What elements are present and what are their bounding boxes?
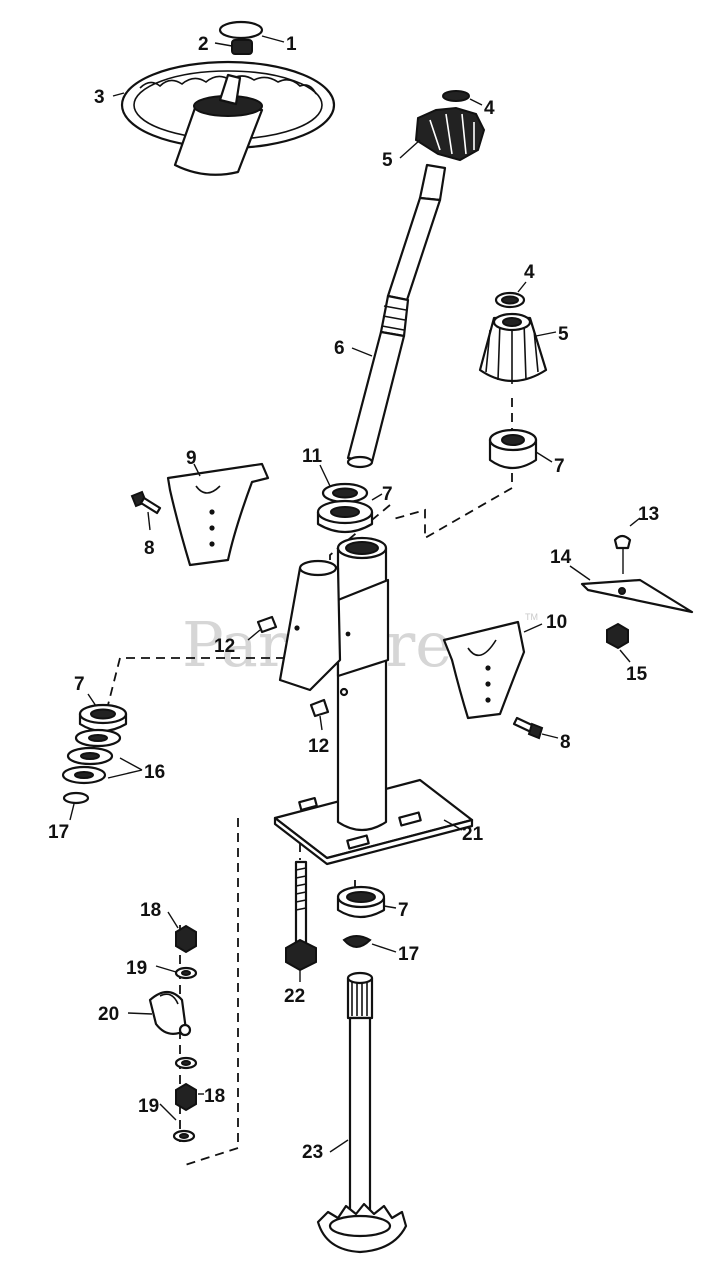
callout-18-lower: 18 (204, 1086, 225, 1107)
part-mounting-plate (569, 565, 694, 614)
part-steering-column (273, 536, 474, 866)
part-steering-wheel (112, 60, 336, 176)
callout-7-right: 7 (554, 456, 565, 477)
callout-23: 23 (302, 1142, 323, 1163)
callout-12-upper: 12 (214, 636, 235, 657)
callout-9: 9 (186, 448, 197, 469)
part-cap (218, 20, 285, 43)
callout-16: 16 (144, 762, 165, 783)
part-grease-fitting-lower (309, 687, 349, 731)
part-retaining-ring-lower (494, 281, 527, 309)
part-clamp-hardware (127, 911, 204, 1143)
callout-19-lower: 19 (138, 1096, 159, 1117)
part-steering-shaft (346, 163, 447, 469)
callout-11: 11 (302, 446, 323, 467)
callout-1: 1 (286, 34, 297, 55)
part-bushing-left (78, 693, 128, 733)
assembly-guide-lines (107, 398, 513, 1166)
callout-7-left: 7 (74, 674, 85, 695)
callout-7-bottom: 7 (398, 900, 409, 921)
callout-22: 22 (284, 986, 305, 1007)
part-carriage-bolt (285, 860, 317, 982)
callout-17-bottom: 17 (398, 944, 419, 965)
callout-8-right: 8 (560, 732, 571, 753)
callout-13: 13 (638, 504, 659, 525)
part-bolt-right (512, 716, 559, 740)
part-bolt-left (130, 490, 162, 531)
part-bushing-bottom (336, 885, 397, 919)
part-bracket-right (442, 620, 543, 720)
watermark-tm: TM (525, 612, 538, 622)
part-retaining-ring-upper (442, 90, 483, 106)
part-bushing-right (488, 428, 553, 470)
callout-5-upper: 5 (382, 150, 393, 171)
callout-4-lower: 4 (524, 262, 535, 283)
callout-14: 14 (550, 547, 572, 568)
part-nut-right (606, 622, 631, 663)
part-sector-shaft (316, 971, 408, 1254)
part-steering-nut (214, 39, 253, 55)
callout-19-upper: 19 (126, 958, 147, 979)
callout-5-lower: 5 (558, 324, 569, 345)
part-e-clip-bottom (342, 935, 397, 953)
part-washer-stack (61, 728, 143, 785)
part-bracket-left (166, 462, 270, 567)
callout-15: 15 (626, 664, 648, 685)
part-washer-top (319, 464, 369, 504)
callout-20: 20 (98, 1004, 119, 1025)
callout-17-left: 17 (48, 822, 69, 843)
callout-7-center: 7 (382, 484, 393, 505)
callout-2: 2 (198, 34, 209, 55)
callout-8-left: 8 (144, 538, 155, 559)
part-pinion-gear-upper (399, 106, 486, 162)
part-bushing-center (316, 493, 383, 534)
callout-12-lower: 12 (308, 736, 329, 757)
callout-6: 6 (334, 338, 345, 359)
part-pinion-gear-lower (478, 312, 557, 384)
callout-18-upper: 18 (140, 900, 161, 921)
callout-4-upper: 4 (484, 98, 495, 119)
part-grease-fitting-upper (247, 615, 278, 641)
part-screw-right (613, 517, 641, 574)
callout-21: 21 (462, 824, 484, 845)
part-e-clip-left (62, 791, 90, 821)
callout-10: 10 (546, 612, 567, 633)
callout-labels: 1 2 3 4 5 6 4 5 7 11 7 9 8 13 14 15 10 1… (48, 34, 659, 1163)
callout-3: 3 (94, 87, 105, 108)
